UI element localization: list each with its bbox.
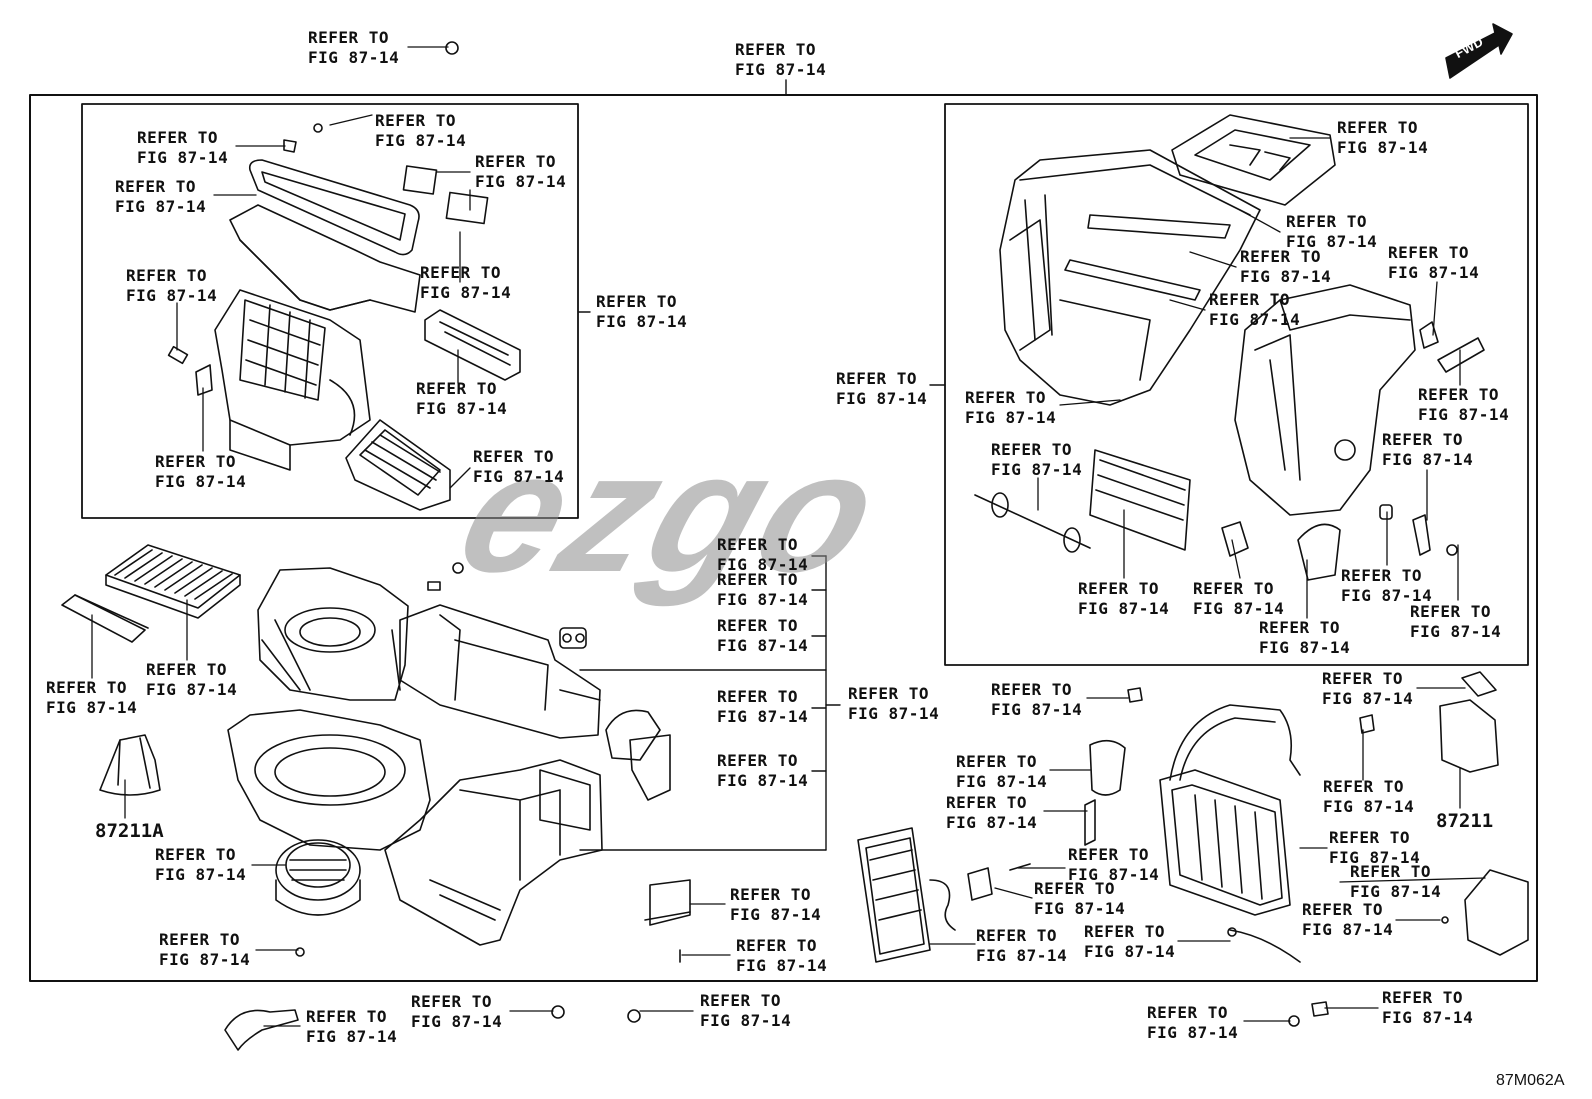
watermark: ezgo bbox=[439, 418, 905, 608]
intake-door-panel bbox=[424, 309, 521, 381]
ref-label: REFER TO FIG 87-14 bbox=[475, 152, 567, 191]
ref-label: REFER TO FIG 87-14 bbox=[1286, 212, 1378, 251]
ref-label: REFER TO FIG 87-14 bbox=[411, 992, 503, 1031]
ref-label: REFER TO FIG 87-14 bbox=[1382, 988, 1474, 1027]
ref-label: REFER TO FIG 87-14 bbox=[1341, 566, 1433, 605]
ref-label: REFER TO FIG 87-14 bbox=[306, 1007, 398, 1046]
ref-label: REFER TO FIG 87-14 bbox=[965, 388, 1057, 427]
ref-label: REFER TO FIG 87-14 bbox=[956, 752, 1048, 791]
ref-label: REFER TO FIG 87-14 bbox=[976, 926, 1068, 965]
evaporator-core bbox=[857, 827, 956, 963]
blower-housing-lower bbox=[227, 709, 431, 851]
ref-label: REFER TO FIG 87-14 bbox=[991, 440, 1083, 479]
ref-label: REFER TO FIG 87-14 bbox=[991, 680, 1083, 719]
air-filter bbox=[105, 544, 241, 619]
ref-label: REFER TO FIG 87-14 bbox=[717, 535, 809, 574]
ref-label: REFER TO FIG 87-14 bbox=[159, 930, 251, 969]
heater-core bbox=[1159, 704, 1301, 916]
evaporator-case-lower bbox=[384, 759, 603, 946]
ref-label: REFER TO FIG 87-14 bbox=[420, 263, 512, 302]
lower-right-small-parts bbox=[967, 671, 1529, 963]
blower-motor bbox=[275, 839, 361, 916]
ref-label: REFER TO FIG 87-14 bbox=[1193, 579, 1285, 618]
ref-label: REFER TO FIG 87-14 bbox=[416, 379, 508, 418]
evaporator-core-right bbox=[1089, 449, 1191, 551]
ref-label: REFER TO FIG 87-14 bbox=[146, 660, 238, 699]
ref-label: REFER TO FIG 87-14 bbox=[137, 128, 229, 167]
ref-label: REFER TO FIG 87-14 bbox=[1209, 290, 1301, 329]
filter-cover bbox=[61, 594, 149, 643]
seal-pads bbox=[402, 165, 489, 225]
ref-label: REFER TO FIG 87-14 bbox=[1329, 828, 1421, 867]
ref-label: REFER TO FIG 87-14 bbox=[1084, 922, 1176, 961]
ref-label: REFER TO FIG 87-14 bbox=[946, 793, 1038, 832]
ref-label: REFER TO FIG 87-14 bbox=[836, 369, 928, 408]
air-mix-shaft bbox=[974, 492, 1091, 553]
ref-label: REFER TO FIG 87-14 bbox=[1410, 602, 1502, 641]
ref-label: REFER TO FIG 87-14 bbox=[730, 885, 822, 924]
ref-label: REFER TO FIG 87-14 bbox=[1078, 579, 1170, 618]
ref-label: REFER TO FIG 87-14 bbox=[700, 991, 792, 1030]
ref-label: REFER TO FIG 87-14 bbox=[115, 177, 207, 216]
blower-case-subframe bbox=[81, 103, 579, 519]
blower-upper-duct bbox=[229, 159, 421, 313]
ref-label: REFER TO FIG 87-14 bbox=[717, 751, 809, 790]
ref-label: REFER TO FIG 87-14 bbox=[848, 684, 940, 723]
ref-label: REFER TO FIG 87-14 bbox=[46, 678, 138, 717]
ref-label: REFER TO FIG 87-14 bbox=[596, 292, 688, 331]
ref-label: REFER TO FIG 87-14 bbox=[1382, 430, 1474, 469]
ref-label: REFER TO FIG 87-14 bbox=[1337, 118, 1429, 157]
blower-lower-case bbox=[214, 289, 371, 471]
ref-label: REFER TO FIG 87-14 bbox=[1240, 247, 1332, 286]
group-leader-lines bbox=[578, 79, 946, 851]
ref-label: REFER TO FIG 87-14 bbox=[308, 28, 400, 67]
ref-label: REFER TO FIG 87-14 bbox=[375, 111, 467, 150]
mode-door-shaft bbox=[1064, 214, 1231, 301]
ref-label: REFER TO FIG 87-14 bbox=[717, 616, 809, 655]
filter-door bbox=[345, 419, 451, 511]
ref-label: REFER TO FIG 87-14 bbox=[1259, 618, 1351, 657]
ref-label: REFER TO FIG 87-14 bbox=[473, 447, 565, 486]
ref-label: REFER TO FIG 87-14 bbox=[1068, 845, 1160, 884]
case-small-parts bbox=[295, 562, 691, 963]
heater-unit-case-left bbox=[999, 149, 1261, 406]
ref-label: REFER TO FIG 87-14 bbox=[1034, 879, 1126, 918]
outer-frame bbox=[29, 94, 1538, 982]
left-small-fasteners bbox=[167, 41, 459, 396]
part-number-87211a: 87211A bbox=[95, 820, 164, 842]
ref-label: REFER TO FIG 87-14 bbox=[155, 452, 247, 491]
ref-label: REFER TO FIG 87-14 bbox=[736, 936, 828, 975]
fwd-arrow-icon bbox=[1445, 23, 1513, 79]
ref-label: REFER TO FIG 87-14 bbox=[126, 266, 218, 305]
ref-label: REFER TO FIG 87-14 bbox=[1388, 243, 1480, 282]
heater-top-cover bbox=[1171, 114, 1336, 206]
heater-unit-case-right bbox=[1234, 284, 1416, 516]
ref-label: REFER TO FIG 87-14 bbox=[1302, 900, 1394, 939]
ref-label: REFER TO FIG 87-14 bbox=[1322, 669, 1414, 708]
ref-label: REFER TO FIG 87-14 bbox=[1147, 1003, 1239, 1042]
ref-label: REFER TO FIG 87-14 bbox=[717, 570, 809, 609]
ref-label: REFER TO FIG 87-14 bbox=[717, 687, 809, 726]
ref-label: REFER TO FIG 87-14 bbox=[1350, 862, 1442, 901]
evaporator-case-upper bbox=[399, 604, 601, 739]
ref-label: REFER TO FIG 87-14 bbox=[735, 40, 827, 79]
diagram-code: 87M062A bbox=[1496, 1072, 1565, 1089]
ref-label: REFER TO FIG 87-14 bbox=[1418, 385, 1510, 424]
part-number-87211: 87211 bbox=[1436, 810, 1494, 832]
right-linkages bbox=[1221, 321, 1485, 581]
ref-label: REFER TO FIG 87-14 bbox=[1323, 777, 1415, 816]
bottom-fasteners bbox=[224, 1001, 1329, 1051]
ref-label: REFER TO FIG 87-14 bbox=[155, 845, 247, 884]
blower-housing-upper bbox=[257, 567, 409, 701]
duct-87211a bbox=[99, 734, 161, 796]
